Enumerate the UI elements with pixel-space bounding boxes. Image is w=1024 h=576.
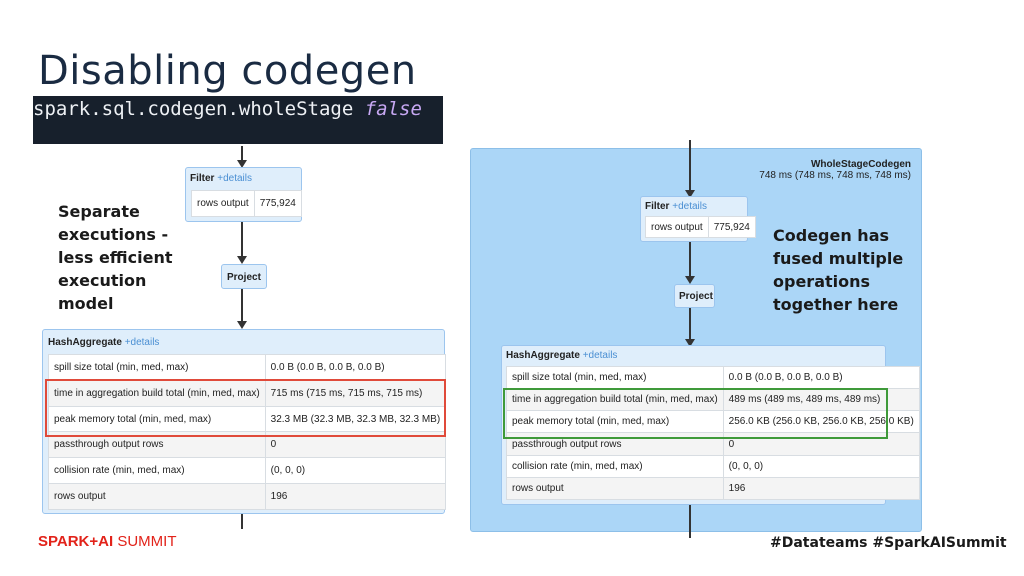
edge-line — [689, 308, 691, 339]
right-project-title: Project — [679, 291, 713, 302]
footer-hashtags: #Datateams #SparkAISummit — [770, 535, 1007, 551]
metric-label: rows output — [191, 190, 255, 217]
metric-label: rows output — [48, 483, 266, 510]
details-link[interactable]: +details — [124, 337, 160, 348]
arrow-icon — [237, 321, 247, 329]
arrow-icon — [685, 190, 695, 198]
metric-value: 0.0 B (0.0 B, 0.0 B, 0.0 B) — [264, 354, 447, 381]
spark-ai-summit-logo: SPARK+AI SUMMIT — [38, 533, 177, 550]
edge-line — [241, 289, 243, 321]
red-highlight-box — [45, 379, 446, 437]
metric-value: 196 — [722, 476, 920, 501]
right-hashaggregate-title: HashAggregate +details — [506, 350, 618, 361]
metric-label: time in aggregation build total (min, me… — [506, 388, 724, 412]
edge-line — [241, 222, 243, 256]
metric-value: 775,924 — [253, 190, 302, 217]
edge-line — [689, 140, 691, 190]
left-hashaggregate-title: HashAggregate +details — [48, 337, 160, 348]
arrow-icon — [237, 160, 247, 168]
metric-value: 196 — [264, 483, 447, 510]
slide-title: Disabling codegen — [38, 48, 417, 94]
metric-label: peak memory total (min, med, max) — [48, 405, 266, 433]
metric-label: collision rate (min, med, max) — [506, 454, 724, 478]
metric-value: 32.3 MB (32.3 MB, 32.3 MB, 32.3 MB) — [264, 405, 447, 433]
arrow-icon — [685, 339, 695, 347]
right-filter-title: Filter +details — [645, 201, 707, 212]
details-link[interactable]: +details — [582, 350, 618, 361]
right-project-node[interactable]: Project — [674, 284, 715, 308]
green-highlight-box — [503, 388, 888, 439]
edge-line — [689, 242, 691, 276]
details-link[interactable]: +details — [672, 201, 707, 212]
wsc-title: WholeStageCodegen — [810, 159, 911, 170]
edge-line — [241, 146, 243, 160]
left-filter-title: Filter +details — [190, 173, 252, 184]
arrow-icon — [237, 256, 247, 264]
metric-value: (0, 0, 0) — [264, 457, 447, 485]
config-value: false — [364, 98, 422, 120]
metric-label: rows output — [506, 476, 724, 501]
left-project-node[interactable]: Project — [221, 264, 267, 289]
metric-value: (0, 0, 0) — [722, 454, 920, 478]
metric-label: spill size total (min, med, max) — [48, 354, 266, 381]
config-code-bar: spark.sql.codegen.wholeStage false — [33, 96, 443, 144]
edge-line — [689, 505, 691, 538]
metric-label: collision rate (min, med, max) — [48, 457, 266, 485]
arrow-icon — [685, 276, 695, 284]
metric-value: 775,924 — [707, 216, 756, 238]
edge-line — [241, 514, 243, 529]
wsc-time: 748 ms (748 ms, 748 ms, 748 ms) — [759, 170, 911, 181]
config-key: spark.sql.codegen.wholeStage — [33, 98, 365, 120]
metric-value: 0.0 B (0.0 B, 0.0 B, 0.0 B) — [722, 365, 920, 390]
details-link[interactable]: +details — [217, 173, 252, 184]
left-project-title: Project — [227, 272, 261, 283]
metric-label: rows output — [645, 216, 709, 238]
metric-label: spill size total (min, med, max) — [506, 365, 724, 390]
